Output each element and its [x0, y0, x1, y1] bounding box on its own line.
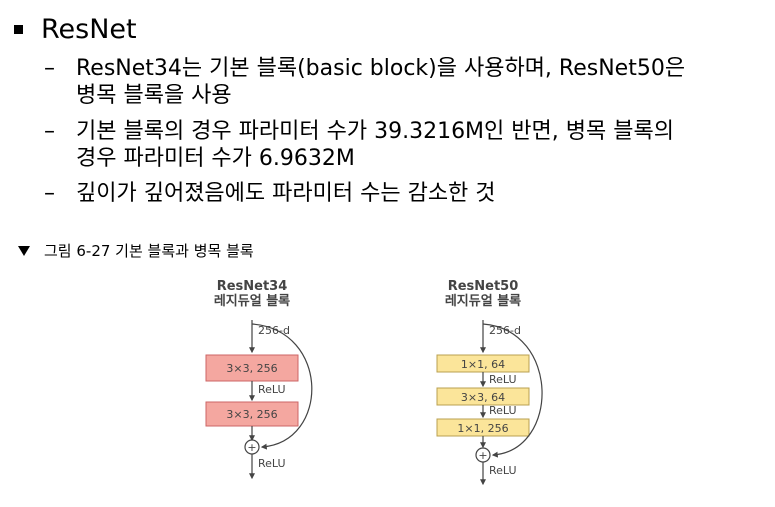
- right-relu-3: ReLU: [489, 464, 517, 477]
- list-item-line: 병목 블록을 사용: [76, 83, 232, 108]
- left-subtitle: 레지듀얼 블록: [214, 294, 290, 309]
- left-add-symbol: +: [247, 441, 256, 454]
- resnet34-block-diagram: ResNet34 레지듀얼 블록 256-d 3×3, 256 ReLU 3×3…: [205, 279, 313, 480]
- square-bullet-icon: [14, 25, 23, 34]
- right-block-1-label: 1×1, 64: [461, 358, 505, 371]
- list-item-line: 기본 블록의 경우 파라미터 수가 39.3216M인 반면, 병목 블록의: [76, 119, 674, 144]
- right-block-3-label: 1×1, 256: [457, 422, 508, 435]
- right-title: ResNet50: [448, 279, 519, 294]
- left-block-1-label: 3×3, 256: [226, 362, 277, 375]
- left-skip-connection: [251, 323, 313, 450]
- figure-caption: 그림 6-27 기본 블록과 병목 블록: [18, 240, 254, 261]
- right-add-symbol: +: [478, 449, 487, 462]
- left-relu-2: ReLU: [258, 457, 286, 470]
- left-block-2-label: 3×3, 256: [226, 408, 277, 421]
- right-block-2-label: 3×3, 64: [461, 391, 505, 404]
- right-relu-1: ReLU: [489, 373, 517, 386]
- resnet50-block-diagram: ResNet50 레지듀얼 블록 256-d 1×1, 64 ReLU 3×3,…: [436, 279, 543, 486]
- list-item-line: 깊이가 깊어졌음에도 파라미터 수는 감소한 것: [76, 181, 496, 206]
- dash-bullet: –: [44, 119, 55, 144]
- left-relu-1: ReLU: [258, 383, 286, 396]
- left-title: ResNet34: [217, 279, 288, 294]
- caption-text: 그림 6-27 기본 블록과 병목 블록: [44, 242, 254, 260]
- heading: ResNet: [41, 14, 137, 45]
- right-skip-connection: [482, 323, 543, 458]
- right-relu-2: ReLU: [489, 404, 517, 417]
- dash-bullet: –: [44, 56, 55, 81]
- list-item-line: 경우 파라미터 수가 6.9632M: [76, 146, 355, 171]
- list-item-line: ResNet34는 기본 블록(basic block)을 사용하며, ResN…: [76, 56, 686, 81]
- triangle-down-icon: [18, 245, 30, 256]
- dash-bullet: –: [44, 181, 55, 206]
- main-bullet: ResNet: [8, 14, 137, 45]
- left-block-1: [205, 354, 299, 382]
- right-subtitle: 레지듀얼 블록: [445, 294, 521, 309]
